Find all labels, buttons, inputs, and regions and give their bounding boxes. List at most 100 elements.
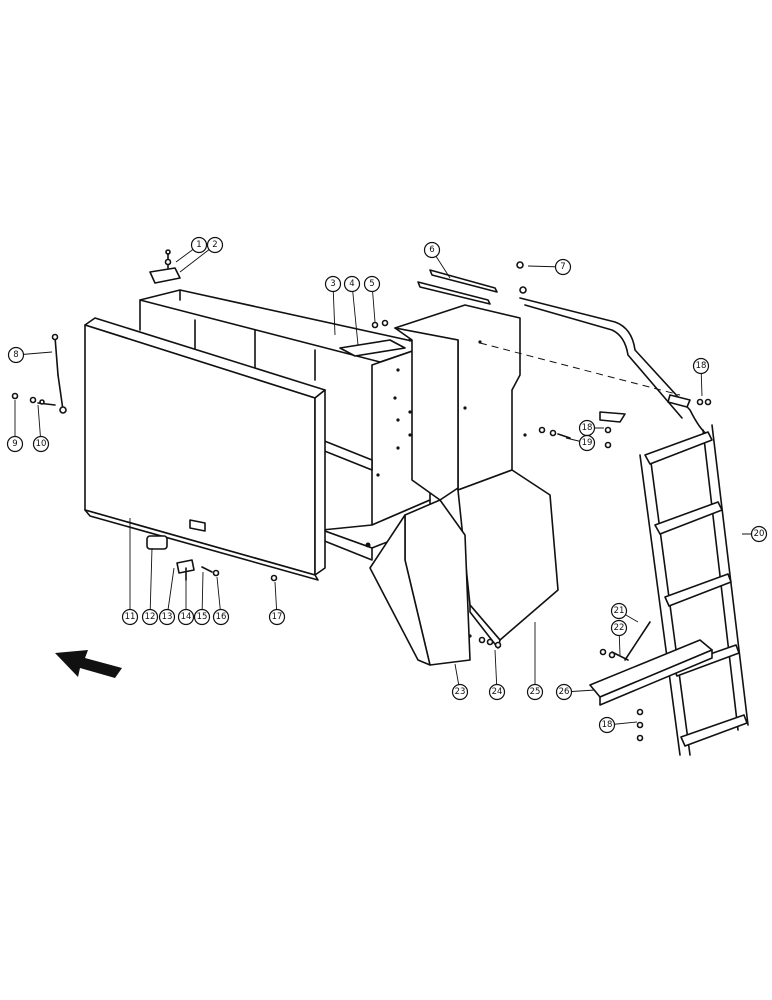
callout-circle [610, 619, 628, 637]
callout-label: 7 [560, 262, 565, 272]
seal-strips [417, 269, 498, 305]
callout-c18a: 18 [692, 357, 710, 397]
callout-label: 1 [196, 240, 201, 250]
callout-c25: 25 [526, 622, 544, 701]
gas-strut [51, 333, 67, 414]
callout-c8: 8 [7, 346, 53, 364]
arrow-left-icon [55, 650, 122, 678]
callout-c16: 16 [212, 576, 230, 626]
callout-c1: 1 [175, 236, 208, 263]
callout-label: 12 [145, 612, 156, 622]
leader-line [149, 547, 153, 618]
ladder-bracket [589, 621, 713, 706]
fasteners-right [371, 261, 712, 742]
callout-circle [212, 608, 230, 626]
callout-label: 21 [614, 606, 625, 616]
callout-c18c: 18 [598, 716, 638, 734]
callout-c15: 15 [193, 571, 211, 626]
callout-label: 19 [582, 438, 593, 448]
callout-circle [268, 608, 286, 626]
callout-circle [578, 434, 596, 452]
callout-c24: 24 [488, 649, 506, 701]
callout-label: 18 [582, 423, 593, 433]
callout-c6: 6 [423, 241, 451, 279]
callout-label: 23 [455, 687, 466, 697]
callout-label: 5 [369, 279, 374, 289]
callout-c7: 7 [527, 258, 572, 276]
callout-circle [343, 275, 361, 293]
callout-circle [193, 608, 211, 626]
alignment-line [479, 342, 681, 396]
callout-c17: 17 [268, 581, 286, 626]
callout-circle [177, 608, 195, 626]
front-cover [369, 499, 471, 666]
callout-label: 16 [216, 612, 227, 622]
callout-label: 11 [125, 612, 136, 622]
callout-label: 13 [162, 612, 173, 622]
callout-c2: 2 [179, 236, 224, 273]
callout-circle [32, 435, 50, 453]
callout-circle [488, 683, 506, 701]
callout-label: 2 [212, 240, 217, 250]
callout-label: 24 [492, 687, 503, 697]
callout-c10: 10 [32, 404, 50, 453]
callout-c19: 19 [565, 434, 596, 452]
callout-c21: 21 [610, 602, 639, 623]
callout-label: 3 [330, 279, 335, 289]
callout-circle [610, 602, 628, 620]
callout-c3: 3 [324, 275, 342, 336]
callout-label: 9 [12, 439, 17, 449]
hinge-assembly [149, 249, 181, 284]
callout-c5: 5 [363, 275, 381, 323]
callout-label: 10 [36, 439, 47, 449]
callout-circle [750, 525, 768, 543]
leader-line [351, 283, 359, 346]
callout-circle [526, 683, 544, 701]
callout-label: 22 [614, 623, 625, 633]
callout-circle [555, 683, 573, 701]
callout-label: 18 [696, 361, 707, 371]
callout-label: 4 [349, 279, 354, 289]
door-panel [84, 317, 326, 581]
callout-circle [451, 683, 469, 701]
callout-circle [692, 357, 710, 375]
callout-c20: 20 [742, 525, 768, 543]
callout-circle [423, 241, 441, 259]
callout-circle [141, 608, 159, 626]
leader-line [332, 283, 336, 336]
callout-circle [6, 435, 24, 453]
callout-label: 17 [272, 612, 283, 622]
leader-line [166, 567, 175, 618]
callout-c23: 23 [451, 663, 469, 701]
callout-label: 18 [602, 720, 613, 730]
callout-label: 25 [530, 687, 541, 697]
callout-circle [190, 236, 208, 254]
callout-circle [598, 716, 616, 734]
callout-label: 6 [429, 245, 434, 255]
callout-label: 8 [13, 350, 18, 360]
callout-label: 14 [181, 612, 192, 622]
callout-c11: 11 [121, 518, 139, 626]
callout-label: 26 [559, 687, 570, 697]
side-housing [394, 304, 559, 649]
callout-c26: 26 [555, 683, 596, 701]
callout-c9: 9 [6, 400, 24, 453]
callout-label: 20 [754, 529, 765, 539]
callout-circle [363, 275, 381, 293]
lock-parts [146, 535, 278, 582]
callout-circle [206, 236, 224, 254]
fasteners-left [11, 392, 56, 406]
callout-circle [554, 258, 572, 276]
callout-c18b: 18 [578, 419, 604, 437]
callout-circle [121, 608, 139, 626]
callout-c22: 22 [610, 619, 628, 656]
callout-label: 15 [197, 612, 208, 622]
callout-circle [7, 346, 25, 364]
callout-circle [158, 608, 176, 626]
callout-c14: 14 [177, 580, 195, 626]
callout-c12: 12 [141, 547, 159, 626]
callout-circle [324, 275, 342, 293]
